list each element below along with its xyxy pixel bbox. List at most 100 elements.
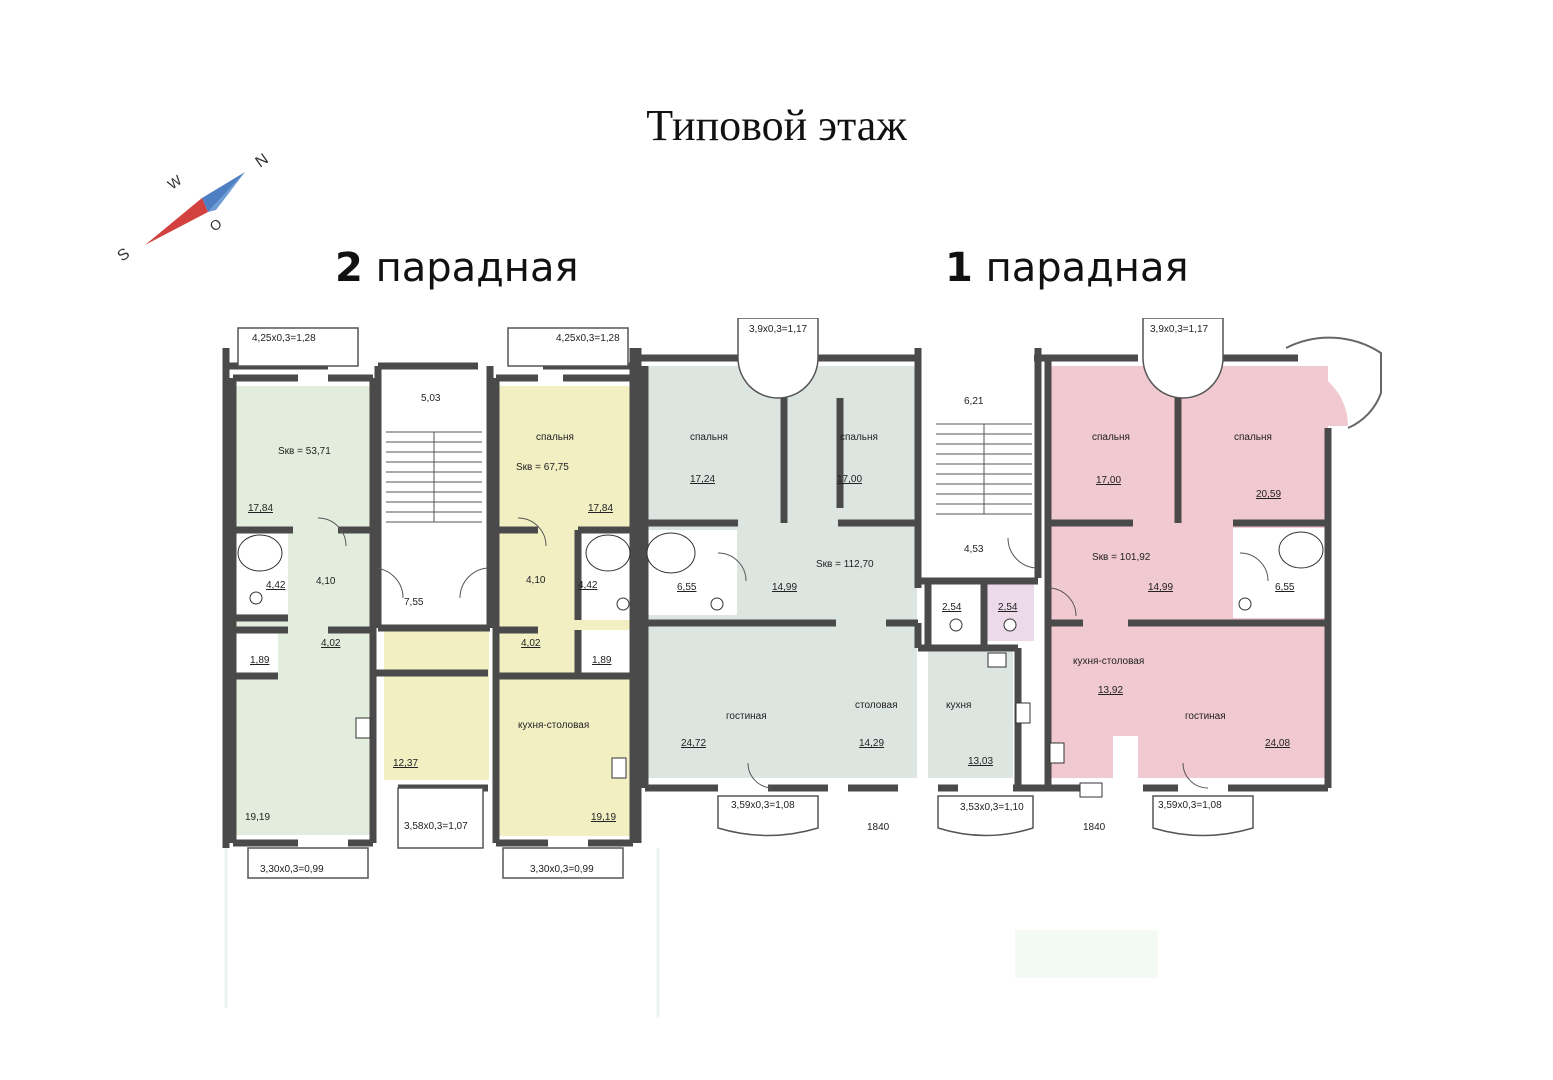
door-arc (1047, 587, 1077, 617)
ground-line (224, 848, 660, 1018)
wc-fill (578, 630, 630, 675)
balcony-frame (717, 795, 819, 837)
room-fill (384, 630, 489, 780)
compass-rose-icon: N W O S (115, 151, 272, 266)
balcony-frame (507, 327, 629, 367)
balcony-label: 4,25x0,3=1,28 (556, 333, 620, 344)
balcony-label: 3,30x0,3=0,99 (530, 864, 594, 875)
balcony-frame (937, 795, 1034, 837)
balcony-label: 4,25x0,3=1,28 (252, 333, 316, 344)
compass-n-label: N (253, 151, 272, 172)
room-area: 2,54 (998, 602, 1018, 613)
compass-o-label: O (207, 215, 225, 234)
balcony-label: 3,53x0,3=1,10 (960, 802, 1024, 813)
toilet-icon (710, 597, 724, 611)
round-bay-window (1285, 336, 1382, 429)
door-arc (317, 517, 347, 547)
stair-area: 5,03 (421, 393, 441, 404)
room-area: 6,55 (677, 582, 697, 593)
toilet-icon (949, 618, 963, 632)
door-arc (1007, 537, 1039, 569)
room-area: 14,99 (1148, 582, 1173, 593)
page-title: Типовой этаж (646, 101, 907, 150)
apartment-area: Sкв = 112,70 (816, 559, 874, 570)
wall-stair-2 (374, 366, 494, 632)
bathtub-icon (646, 532, 696, 574)
room-area: 14,99 (772, 582, 797, 593)
room-area: 12,37 (393, 758, 418, 769)
compass-s-label: S (115, 245, 133, 265)
stair-area: 7,55 (404, 597, 424, 608)
room-area: 1,89 (250, 655, 270, 666)
room-area: 6,55 (1275, 582, 1295, 593)
room-area: 20,59 (1256, 489, 1281, 500)
balcony-frame (247, 847, 369, 879)
room-area: 4,02 (321, 638, 341, 649)
sink-icon (1079, 782, 1103, 798)
compass-south-red (145, 198, 208, 245)
floor-plan: 4,25x0,3=1,28 4,25x0,3=1,28 3,9x0,3=1,17… (222, 318, 1382, 1018)
apartment-yellow (498, 386, 630, 836)
toilet-icon (249, 591, 263, 605)
room-name: гостиная (726, 711, 767, 722)
toilet-icon (616, 597, 630, 611)
room-area: 17,00 (837, 474, 862, 485)
entrance-number: 1 (945, 245, 973, 291)
room-area: 1,89 (592, 655, 612, 666)
door-arc (372, 567, 404, 599)
wc-fill (236, 628, 278, 674)
room-area: 14,29 (859, 738, 884, 749)
room-area: 2,54 (942, 602, 962, 613)
balcony-label: 3,58x0,3=1,07 (404, 821, 468, 832)
room-name: кухня-столовая (518, 720, 589, 731)
wall-partitions-yellow (496, 526, 633, 680)
fixtures (237, 531, 1324, 798)
toilet-icon (1238, 597, 1252, 611)
stairs-2 (386, 431, 482, 523)
room-area: 4,02 (521, 638, 541, 649)
room-name: спальня (1234, 432, 1272, 443)
compass-w-label: W (165, 171, 186, 192)
window-dimension: 1840 (1083, 822, 1106, 833)
room-area: 4,42 (266, 580, 286, 591)
stove-icon (1049, 742, 1065, 764)
apartment-pink (1048, 366, 1348, 786)
room-area: 4,10 (526, 575, 546, 586)
wall-partitions-pink (1044, 358, 1328, 788)
toilet-icon (1003, 618, 1017, 632)
apartment-green (236, 386, 489, 835)
wall-bedroom-gray (780, 393, 844, 523)
room-name: спальня (1092, 432, 1130, 443)
room-name: столовая (855, 700, 898, 711)
bathtub-icon (585, 534, 631, 572)
door-arc (1182, 762, 1209, 789)
window-dimension: 1840 (867, 822, 890, 833)
room-area: 13,03 (968, 756, 993, 767)
room-name: кухня-столовая (1073, 656, 1144, 667)
room-area: 4,10 (316, 576, 336, 587)
balcony-frame (737, 318, 819, 399)
wall-partitions-gray (645, 519, 1018, 652)
room-name: кухня (946, 700, 971, 711)
entrance-label: парадная (375, 245, 579, 291)
balconies (237, 318, 1254, 879)
stove-icon (355, 717, 371, 739)
door-arc (747, 762, 774, 789)
apartment-area: Sкв = 53,71 (278, 446, 331, 457)
wall-stair-1 (914, 348, 1042, 588)
entrance-label: парадная (985, 245, 1189, 291)
room-area: 4,42 (578, 580, 598, 591)
bay-arc (1285, 336, 1382, 429)
apartment-area: Sкв = 67,75 (516, 462, 569, 473)
bathtub-icon (1278, 531, 1324, 569)
round-bay-fill (1288, 366, 1348, 426)
balcony-frame (237, 327, 359, 367)
room-area: 17,24 (690, 474, 715, 485)
room-name: спальня (840, 432, 878, 443)
door-arc (717, 552, 747, 582)
room-name: спальня (536, 432, 574, 443)
compass-north-light (208, 172, 245, 212)
door-arc (1239, 552, 1269, 582)
wall-partitions-green (233, 526, 488, 680)
ground-lines (224, 848, 660, 1018)
